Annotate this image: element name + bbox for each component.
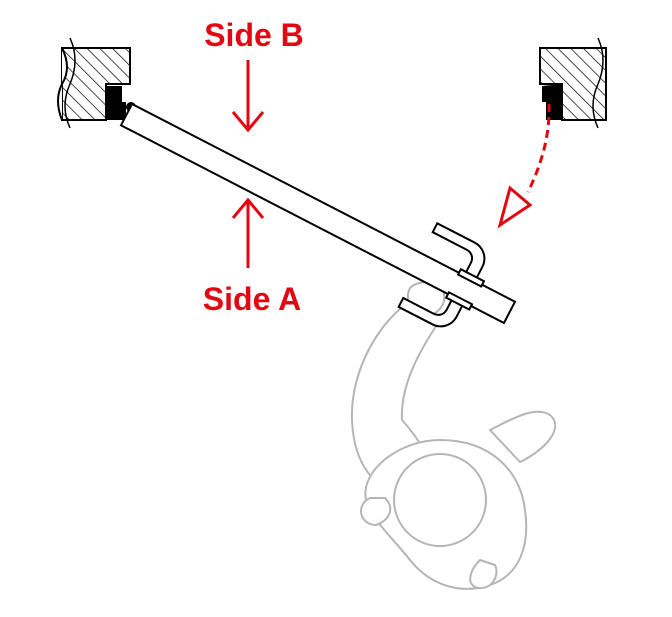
side-b-arrow <box>231 60 265 133</box>
handle-side-b-rose <box>456 267 486 288</box>
handle-side-b <box>431 221 486 283</box>
left-frame-wall-break <box>57 47 68 121</box>
person-top-view-icon <box>350 281 557 590</box>
right-door-stop <box>542 84 562 120</box>
person-body-lower <box>360 497 392 526</box>
right-frame-break-line <box>592 37 604 129</box>
person-body-right <box>469 559 498 590</box>
right-door-frame <box>539 47 607 121</box>
swing-direction-arrow-icon <box>497 103 551 229</box>
handle-side-a <box>397 295 466 328</box>
left-frame-break-line <box>64 37 76 129</box>
handle-side-a-rose <box>444 290 474 311</box>
side-b-label: Side B <box>204 17 304 53</box>
swing-arrowhead <box>497 185 533 229</box>
person-shoulder-right <box>489 410 557 463</box>
side-a-label: Side A <box>203 281 301 317</box>
door-leaf <box>119 102 517 325</box>
left-door-frame <box>57 47 131 121</box>
swing-arc <box>526 103 551 193</box>
door-panel <box>119 102 517 325</box>
door-lever-handle-icon <box>397 221 486 328</box>
person-head <box>393 453 487 547</box>
left-door-stop <box>106 86 126 120</box>
side-a-arrow <box>231 197 265 268</box>
